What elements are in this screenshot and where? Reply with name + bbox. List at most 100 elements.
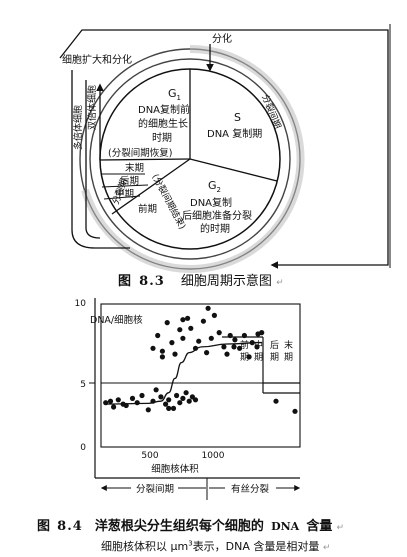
phase-label-telophase-2: 期	[284, 352, 293, 363]
label-differentiation: 分化	[212, 32, 232, 45]
arrow-outer-right	[215, 29, 389, 269]
data-point-53	[205, 305, 211, 311]
data-point-42	[224, 351, 230, 357]
data-point-27	[164, 320, 170, 326]
data-point-37	[204, 350, 210, 356]
data-point-3	[115, 397, 121, 403]
g1-desc-3: 时期	[152, 132, 172, 144]
data-point-39	[211, 312, 217, 318]
figure-8-4-caption: 图 8.4 洋葱根尖分生组织每个细胞的 DNA 含量 ↵	[37, 519, 345, 534]
data-point-25	[155, 332, 161, 339]
label-diploid: 双倍体细胞	[86, 85, 98, 130]
ytick-5: 5	[80, 380, 86, 390]
g2-desc-2: 后细胞准备分裂	[182, 209, 252, 222]
g1-desc-1: DNA复制前	[138, 103, 190, 116]
data-point-32	[185, 315, 191, 321]
interphase-label: 分裂间期	[136, 483, 174, 495]
data-point-19	[183, 390, 189, 396]
cell-cycle-diagram: G1 DNA复制前 的细胞生长 时期 S DNA 复制期 G2 DNA复制 后细…	[59, 24, 391, 273]
data-point-22	[192, 397, 199, 403]
ring-shade	[81, 44, 305, 273]
data-point-30	[177, 327, 183, 333]
label-polyploid: 多倍体细胞	[72, 105, 84, 150]
data-point-12	[158, 394, 164, 400]
divider-g1-m	[99, 158, 191, 161]
label-enlarge-diff: 细胞扩大和分化	[62, 53, 132, 66]
data-point-23	[166, 405, 172, 411]
data-point-11	[153, 387, 159, 393]
dna-chart: 10 5 0 DNA/细胞核 500 1000 细胞核体积 分裂间期 有丝分裂 …	[75, 298, 301, 500]
data-point-16	[174, 392, 180, 399]
arrow-top-left	[59, 29, 215, 59]
xtick-500: 500	[141, 451, 158, 461]
data-point-15	[170, 405, 177, 411]
data-point-31	[180, 335, 186, 341]
interphase-restore: (分裂间期恢复)	[108, 147, 172, 159]
data-point-51	[159, 348, 165, 354]
phase-telophase: 末期	[125, 162, 144, 174]
g1-desc-2: 的细胞生长	[138, 117, 188, 130]
mitosis-point-2	[273, 398, 279, 404]
mitosis-point-3	[292, 408, 298, 414]
data-point-41	[221, 344, 227, 350]
phase-label-prophase-1: 前	[240, 339, 249, 351]
y-axis-label: DNA/细胞核	[90, 314, 143, 326]
data-point-7	[134, 400, 140, 406]
data-point-29	[172, 351, 178, 357]
data-point-9	[145, 407, 151, 413]
phase-label-anaphase-2: 期	[270, 352, 279, 363]
phase-anaphase: 后期	[120, 176, 139, 187]
mitosis-sub-2	[101, 184, 149, 188]
data-point-52	[180, 317, 186, 323]
phase-label-telophase-1: 末	[284, 339, 293, 351]
phase-metaphase: 中期	[115, 188, 134, 200]
arrow-left-mid	[85, 80, 101, 239]
phase-label-prophase-2: 期	[240, 352, 249, 363]
mitosis-label: 有丝分裂	[231, 483, 270, 495]
phase-prophase: 前期	[138, 203, 157, 215]
data-point-14	[166, 397, 172, 403]
data-point-33	[188, 325, 194, 331]
data-point-28	[169, 340, 175, 346]
data-point-18	[180, 395, 186, 401]
g2-label: G2	[208, 179, 221, 194]
data-point-6	[129, 395, 136, 401]
data-point-35	[196, 338, 202, 344]
g2-desc-3: 的时期	[200, 222, 230, 235]
data-point-17	[177, 400, 183, 406]
g2-desc-1: DNA复制	[190, 196, 232, 209]
data-point-38	[208, 335, 214, 341]
s-desc: DNA 复制期	[207, 127, 262, 140]
data-point-2	[111, 404, 117, 410]
mitosis-point-0	[231, 344, 237, 350]
ytick-0: 0	[80, 443, 86, 453]
scatter-points	[103, 305, 298, 414]
data-point-47	[246, 354, 252, 360]
data-point-1	[107, 398, 114, 404]
data-point-24	[150, 345, 156, 351]
figure-8-3-caption: 图 8.3 细胞周期示意图 ↵	[118, 274, 284, 289]
data-point-8	[139, 392, 145, 399]
outer-ring-inner	[89, 58, 291, 260]
data-point-13	[163, 401, 169, 407]
x-axis-label: 细胞核体积	[151, 463, 199, 475]
arrow-left-outer	[71, 70, 130, 249]
mitosis-sub-3	[103, 195, 141, 200]
divider-g2-m	[111, 158, 191, 215]
phase-label-anaphase-1: 后	[270, 340, 279, 351]
data-point-45	[237, 345, 243, 351]
s-label: S	[234, 111, 241, 124]
data-point-20	[186, 398, 192, 404]
phase-label-metaphase-2: 期	[254, 352, 263, 363]
data-point-26	[159, 354, 165, 360]
data-point-44	[232, 337, 238, 343]
data-point-40	[216, 330, 222, 336]
data-point-43	[227, 332, 233, 339]
g1-label: G1	[168, 87, 181, 102]
data-point-34	[192, 345, 199, 351]
ytick-10: 10	[75, 299, 87, 309]
mitosis-point-1	[255, 331, 261, 337]
data-point-46	[241, 332, 247, 339]
xtick-1000: 1000	[202, 451, 225, 461]
